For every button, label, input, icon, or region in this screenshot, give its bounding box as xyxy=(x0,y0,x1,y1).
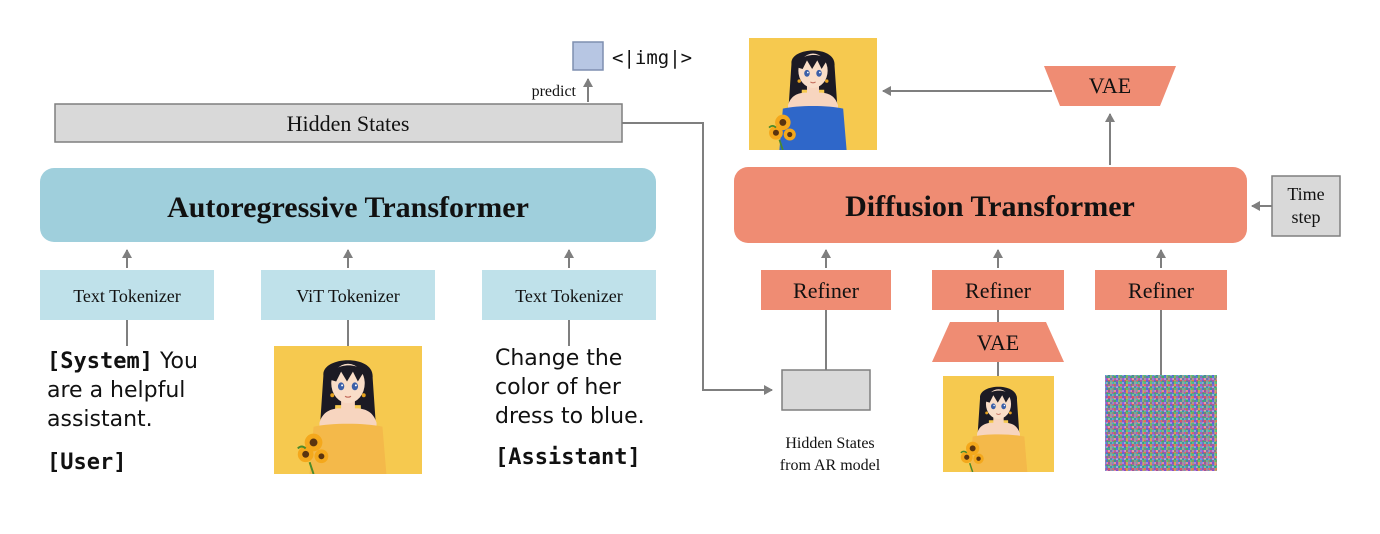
ar-hidden-states-box xyxy=(781,369,871,411)
system-tag: [System] xyxy=(47,349,153,374)
vit-tokenizer-label: ViT Tokenizer xyxy=(296,286,399,306)
girl-blue-dress-image xyxy=(749,38,877,150)
hidden-from-ar-line2: from AR model xyxy=(780,457,881,474)
vae-bottom-label: VAE xyxy=(977,330,1019,355)
refiner-3-label: Refiner xyxy=(1128,278,1195,303)
time-step-line2: step xyxy=(1292,207,1321,227)
text-tokenizer-1-label: Text Tokenizer xyxy=(73,286,181,306)
refiner-1 xyxy=(761,270,891,310)
hidden-states-label: Hidden States xyxy=(287,111,410,136)
prompt-right-line1: Change the xyxy=(495,346,622,371)
vae-decoder-top xyxy=(1044,66,1176,106)
text-tokenizer-2-label: Text Tokenizer xyxy=(515,286,623,306)
prompt-left-line1: [System] You xyxy=(47,349,198,374)
predict-label: predict xyxy=(532,83,577,100)
user-tag: [User] xyxy=(47,450,126,475)
prompt-right-line3: dress to blue. xyxy=(495,404,645,429)
girl-yellow-dress-image xyxy=(274,346,422,474)
dit-label: Diffusion Transformer xyxy=(845,190,1135,223)
girl-yellow-dress-image-vae-input xyxy=(943,376,1054,472)
vae-top-label: VAE xyxy=(1089,73,1131,98)
refiner-1-label: Refiner xyxy=(793,278,860,303)
assistant-tag: [Assistant] xyxy=(495,445,641,470)
vit-tokenizer xyxy=(261,270,435,320)
prompt-left-line2: are a helpful xyxy=(47,378,185,403)
refiner-3 xyxy=(1095,270,1227,310)
prompt-left-line3: assistant. xyxy=(47,407,153,432)
hidden-to-dit-connector xyxy=(622,122,773,395)
prompt-right-line2: color of her xyxy=(495,375,622,400)
hidden-from-ar-line1: Hidden States xyxy=(785,435,874,452)
random-noise-image xyxy=(1105,375,1217,471)
refiner-2-label: Refiner xyxy=(965,278,1032,303)
vae-encoder-bottom xyxy=(932,322,1064,362)
ar-transformer-label: Autoregressive Transformer xyxy=(167,191,529,224)
img-token-label: <|img|> xyxy=(612,47,692,69)
diffusion-transformer-block xyxy=(734,167,1247,243)
autoregressive-transformer-block xyxy=(40,168,656,242)
prompt-left-line1-rest: You xyxy=(153,349,198,374)
time-step-line1: Time xyxy=(1287,184,1324,204)
text-tokenizer-2 xyxy=(482,270,656,320)
text-tokenizer-1 xyxy=(40,270,214,320)
refiner-2 xyxy=(932,270,1064,310)
img-token-square xyxy=(572,41,604,71)
